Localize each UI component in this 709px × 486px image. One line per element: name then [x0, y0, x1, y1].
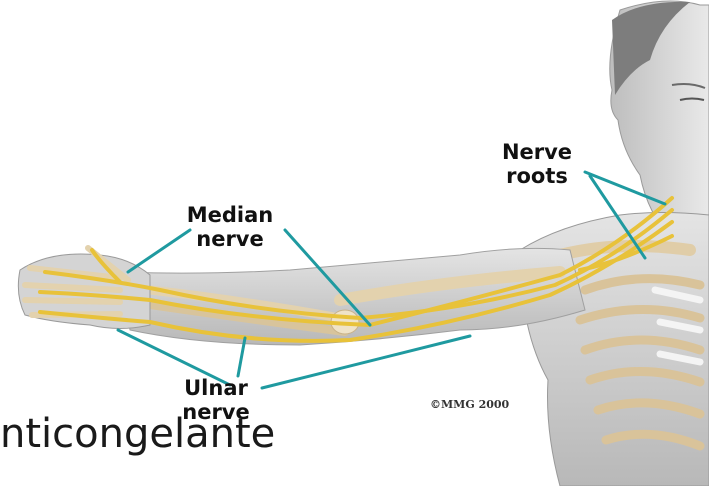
roots-label-line1: Nerve: [492, 140, 582, 164]
median-nerve-label: Median nerve: [170, 203, 290, 251]
roots-label-line2: roots: [492, 164, 582, 188]
ulnar-label-line1: Ulnar: [176, 376, 256, 400]
copyright-notice: ©MMG 2000: [430, 398, 509, 411]
nerve-roots-label: Nerve roots: [492, 140, 582, 188]
median-label-line1: Median: [170, 203, 290, 227]
caption-text: nticongelante: [0, 408, 275, 460]
median-label-line2: nerve: [170, 227, 290, 251]
